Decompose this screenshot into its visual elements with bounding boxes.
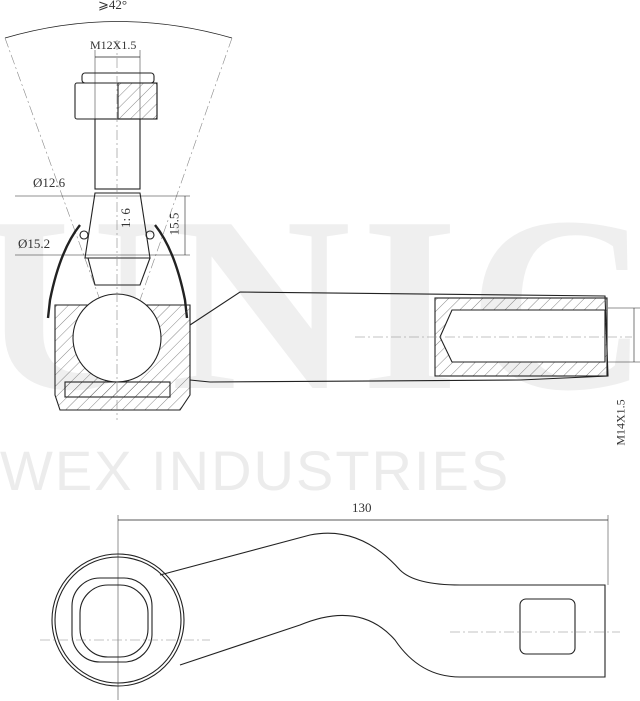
stud-thread-dimension: M12X1.5: [90, 38, 137, 52]
watermark-company: WEX INDUSTRIES: [0, 439, 511, 502]
inner-thread-dimension: M14X1.5: [613, 399, 628, 446]
diameter-large-dimension: Ø15.2: [18, 236, 51, 251]
taper-ratio-label: 1: 6: [117, 208, 133, 228]
angle-dimension: ⩾42°: [98, 0, 128, 12]
overall-length-dimension: 130: [352, 500, 372, 515]
diameter-small-dimension: Ø12.6: [33, 175, 66, 190]
taper-length-dimension: 15.5: [166, 212, 182, 236]
